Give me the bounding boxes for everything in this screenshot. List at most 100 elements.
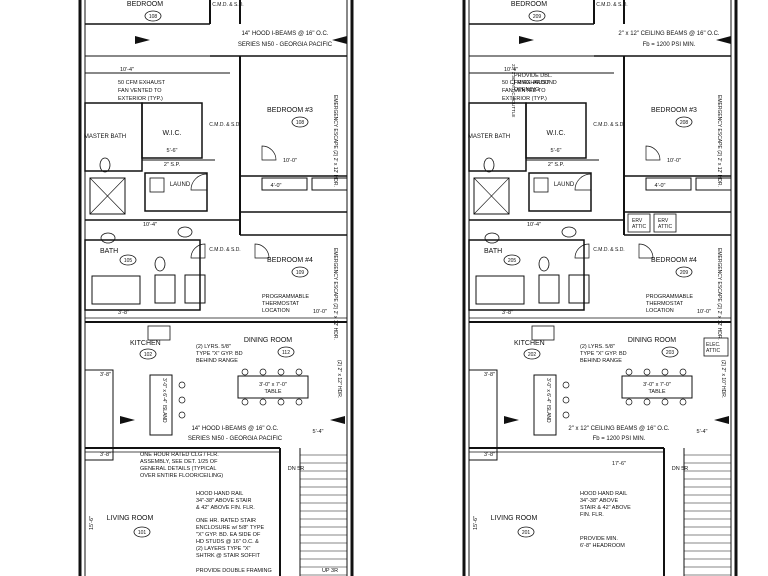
chair-icon: [277, 368, 285, 376]
bedroom3-tag-circle: [291, 116, 309, 128]
chair-icon: [679, 368, 687, 376]
rated-assembly-note: GENERAL DETAILS (TYPICAL: [140, 466, 216, 472]
dimension-text: 10'-4": [504, 67, 518, 73]
beams-top-series: Fb = 1200 PSI MIN.: [643, 42, 696, 48]
thermostat-note: THERMOSTAT: [646, 301, 684, 307]
opening-note: PROVIDE DBL.: [514, 73, 553, 79]
bedroom3-tag: 108: [296, 120, 305, 126]
arrow-right: [330, 416, 345, 424]
laundry-label: LAUND: [554, 182, 575, 188]
master-bath-label: MASTER BATH: [468, 134, 510, 140]
wic-label: W.I.C.: [546, 130, 565, 137]
shower-outline: [89, 177, 126, 215]
chair-icon: [625, 398, 633, 406]
exhaust-note: FAN VENTED TO: [502, 88, 546, 94]
range-note: BEHIND RANGE: [196, 358, 238, 364]
chair-icon: [643, 398, 651, 406]
stool-icon: [178, 396, 186, 404]
handrail-note: 34"-38" ABOVE: [580, 498, 618, 504]
island-note: 3'-0" x 6'-4" ISLAND: [545, 378, 551, 423]
bedroom4-tag-circle: [675, 266, 693, 278]
bedroom-top-tag: 108: [149, 14, 158, 20]
range-note: BEHIND RANGE: [580, 358, 622, 364]
table-note: TABLE: [264, 389, 281, 395]
living-label: LIVING ROOM: [491, 515, 538, 522]
cmd-note: C.M.D. & S.D.: [593, 247, 624, 253]
stair-enclosure-note: SHTRK @ STAIR SOFFIT: [196, 553, 261, 559]
kitchen-label: KITCHEN: [514, 340, 545, 347]
attic-note: ERV: [632, 218, 643, 224]
attic-scuttle-note: 22" x 30" ATTIC SCUTTLE: [511, 64, 516, 117]
handrail-note: HOOD HAND RAIL: [580, 491, 627, 497]
thermostat-note: LOCATION: [646, 308, 674, 314]
bath-label: BATH: [100, 248, 118, 255]
bedroom4-tag-circle: [291, 266, 309, 278]
master-bath-label: MASTER BATH: [84, 134, 126, 140]
dimension-text: 3'-8": [100, 372, 111, 378]
bedroom4-label: BEDROOM #4: [651, 257, 697, 264]
bedroom4-label: BEDROOM #4: [267, 257, 313, 264]
exhaust-note: EXTERIOR (TYP.): [502, 96, 547, 102]
stair-dn-note: DN 5R: [288, 466, 305, 472]
living-label: LIVING ROOM: [107, 515, 154, 522]
handrail-note: FIN. FLR.: [580, 512, 604, 518]
kitchen-counter: [84, 369, 114, 461]
bedroom4-tag: 209: [680, 270, 689, 276]
headroom-note: PROVIDE MIN.: [580, 536, 618, 542]
stool-icon: [562, 411, 570, 419]
bath-tag: 105: [124, 258, 133, 264]
bath-tag-circle: [119, 254, 137, 266]
shower-line: [473, 177, 510, 215]
kitchen-island: [149, 374, 173, 436]
dimension-text: 3'-8": [502, 310, 513, 316]
laundry-label: LAUND: [170, 182, 191, 188]
table-note: 3'-0" x 7'-0": [259, 382, 287, 388]
range-note: TYPE "X" GYP. BD: [580, 351, 627, 357]
beams-mid-series: SERIES NI50 - GEORGIA PACIFIC: [188, 436, 283, 442]
table-note: 3'-0" x 7'-0": [643, 382, 671, 388]
dimension-text: 10'-0": [313, 309, 327, 315]
dining-tag: 112: [282, 350, 290, 356]
dimension-text: 3'-8": [484, 372, 495, 378]
door-swing: [261, 145, 277, 161]
bath-tag: 205: [508, 258, 517, 264]
arrow-left: [135, 36, 150, 44]
bedroom4-tag: 109: [296, 270, 305, 276]
door-swing: [574, 243, 590, 259]
opening-note: OPENING: [514, 87, 539, 93]
laundry-outline: [144, 172, 208, 212]
table-note: TABLE: [648, 389, 665, 395]
dimension-text: 15'-6": [89, 516, 95, 530]
stair-enclosure-note: HD STUDS @ 16" O.C. &: [196, 539, 259, 545]
thermostat-note: PROGRAMMABLE: [262, 294, 309, 300]
dimension-text: 5'-4": [313, 429, 324, 435]
beams-top-series: SERIES NI50 - GEORGIA PACIFIC: [238, 42, 333, 48]
dining-tag: 203: [666, 350, 675, 356]
arrow-right: [716, 36, 731, 44]
dining-tag-circle: [661, 346, 679, 358]
opening-note: FRMG. AROUND: [514, 80, 557, 86]
stair-enclosure-note: ONE HR. RATED STAIR: [196, 518, 256, 524]
exhaust-note: 50 CFM EXHAUST: [118, 80, 166, 86]
door-swing: [574, 173, 592, 191]
dimension-text: 4'-0": [271, 183, 282, 189]
stool-icon: [562, 396, 570, 404]
attic-box: [653, 213, 677, 233]
bedroom3-tag-circle: [675, 116, 693, 128]
arrow-right: [332, 36, 347, 44]
kitchen-tag: 102: [144, 352, 153, 358]
dimension-text: 10'-0": [697, 309, 711, 315]
stool-icon: [562, 381, 570, 389]
arrow-left: [519, 36, 534, 44]
washer-icon: [149, 177, 165, 193]
living-tag-circle: [517, 526, 535, 538]
dimension-text: 10'-0": [667, 158, 681, 164]
range-note: (2) LYRS. 5/8": [196, 344, 231, 350]
handrail-note: & 42" ABOVE FIN. FLR.: [196, 505, 255, 511]
bedroom3-label: BEDROOM #3: [651, 107, 697, 114]
chair-icon: [277, 398, 285, 406]
toilet-icon: [154, 256, 166, 272]
sink-icon: [100, 232, 116, 244]
closet: [645, 177, 692, 191]
cmd-note: C.M.D. & S.D.: [209, 122, 240, 128]
